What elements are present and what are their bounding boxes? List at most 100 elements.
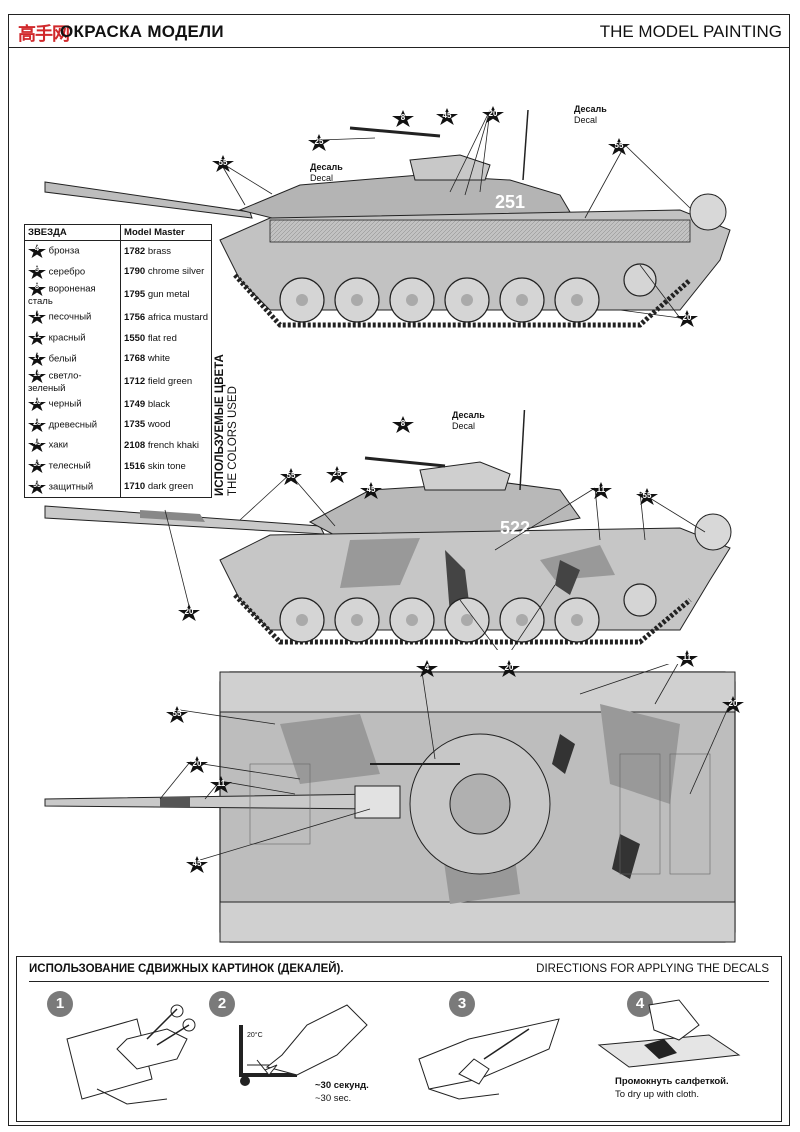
tank2-callout-star-icon: 55 bbox=[636, 488, 658, 505]
tank1-decal-label-left: Деcаль Decal bbox=[310, 162, 343, 184]
directions-title-ru: ИСПОЛЬЗОВАНИЕ СДВИЖНЫХ КАРТИНОК (ДЕКАЛЕЙ… bbox=[29, 963, 344, 975]
tank1-callout-star-icon: 55 bbox=[212, 155, 234, 172]
legend-zvezda-cell: 45 хаки bbox=[25, 435, 121, 456]
tank1-turret-number: 251 bbox=[495, 192, 525, 212]
legend-zvezda-cell: 20 черный bbox=[25, 394, 121, 415]
tank1-callout-star-icon: 20 bbox=[482, 106, 504, 123]
legend-mm-name: chrome silver bbox=[147, 266, 205, 278]
tank-side-view-green: 251 bbox=[44, 109, 731, 328]
step-2-temp: 20°C bbox=[247, 1032, 263, 1039]
tank-top-view-camo bbox=[44, 664, 736, 943]
legend-header-model-master: Model Master bbox=[120, 225, 211, 241]
star-icon: 28 bbox=[28, 417, 46, 432]
header: 高手网 bbox=[8, 14, 790, 48]
legend-mm-code: 1756 bbox=[124, 311, 146, 323]
star-icon: 19 bbox=[28, 368, 46, 383]
legend-header-zvezda: ЗВЕЗДА bbox=[25, 225, 121, 241]
legend-zvezda-cell: 19 светло-зеленый bbox=[25, 368, 121, 394]
legend-zvezda-cell: 28 древесный bbox=[25, 415, 121, 436]
legend-mm-cell: 1782 brass bbox=[120, 240, 211, 262]
legend-mm-code: 1768 bbox=[124, 353, 146, 365]
legend-zvezda-cell: 55 защитный bbox=[25, 476, 121, 497]
tank3-callout-star-icon: 45 bbox=[186, 856, 208, 873]
tank3-callout-star-icon: 55 bbox=[166, 706, 188, 723]
star-icon: 45 bbox=[28, 438, 46, 453]
tank1-callout-star-icon: 25 bbox=[308, 134, 330, 151]
step-4-number: 4 bbox=[627, 991, 653, 1017]
legend-color-ru: вороненая сталь bbox=[28, 283, 96, 308]
legend-mm-name: dark green bbox=[147, 481, 194, 493]
directions-title-en: DIRECTIONS FOR APPLYING THE DECALS bbox=[536, 963, 769, 975]
legend-mm-cell: 1712 field green bbox=[120, 368, 211, 394]
star-icon: 4 bbox=[28, 244, 46, 259]
legend-mm-code: 1790 bbox=[124, 266, 146, 278]
tank2-callout-star-icon: 11 bbox=[590, 482, 612, 499]
star-icon: 55 bbox=[28, 479, 46, 494]
legend-mm-cell: 1735 wood bbox=[120, 414, 211, 436]
site-logo: 高手网 bbox=[18, 24, 70, 44]
step-4-note: Промокнуть салфеткой. To dry up with clo… bbox=[615, 1075, 729, 1101]
legend-color-ru: светло-зеленый bbox=[28, 370, 82, 394]
legend-mm-cell: 1768 white bbox=[120, 348, 211, 369]
legend-row: 12 красный 1550 flat red bbox=[25, 327, 211, 349]
legend-mm-cell: 1756 africa mustard bbox=[120, 307, 211, 328]
star-icon: 53 bbox=[28, 459, 46, 474]
tank2-decal-en: Decal bbox=[452, 421, 476, 431]
tank3-callout-star-icon: 11 bbox=[210, 776, 232, 793]
tank-side-view-camo: 522 bbox=[44, 410, 732, 650]
tank1-decal2-en: Decal bbox=[310, 173, 334, 183]
tank2-callout-star-icon: 55 bbox=[280, 468, 302, 485]
tank1-decal-ru: Деcаль bbox=[574, 104, 607, 114]
legend-mm-code: 1749 bbox=[124, 398, 146, 410]
legend-mm-name: gun metal bbox=[147, 289, 190, 301]
legend-mm-code: 1516 bbox=[124, 460, 146, 472]
legend-mm-code: 1795 bbox=[124, 289, 146, 301]
step-2-note-ru: ~30 секунд. bbox=[315, 1080, 369, 1091]
legend-mm-cell: 1516 skin tone bbox=[120, 455, 211, 477]
tank1-decal-label-right: Деcаль Decal bbox=[574, 104, 607, 126]
step-4-note-ru: Промокнуть салфеткой. bbox=[615, 1076, 729, 1087]
tank3-callout-star-icon: 20 bbox=[722, 696, 744, 713]
legend-color-ru: красный bbox=[48, 332, 86, 344]
page-frame bbox=[8, 14, 790, 1126]
star-icon: 12 bbox=[28, 331, 46, 346]
legend-color-ru: бронза bbox=[48, 245, 80, 257]
legend-zvezda-cell: 8 вороненая сталь bbox=[25, 282, 121, 307]
step-2-note: ~30 секунд. ~30 sec. bbox=[315, 1079, 369, 1105]
legend-color-ru: телесный bbox=[48, 460, 91, 472]
tank2-callout-star-icon: 20 bbox=[498, 660, 520, 677]
step-2-note-en: ~30 sec. bbox=[315, 1093, 352, 1104]
star-icon: 20 bbox=[28, 397, 46, 412]
legend-mm-code: 1735 bbox=[124, 419, 146, 431]
legend-color-ru: серебро bbox=[48, 266, 86, 278]
legend-mm-cell: 1710 dark green bbox=[120, 476, 211, 497]
legend-mm-code: 1710 bbox=[124, 481, 146, 493]
step-4-note-en: To dry up with cloth. bbox=[615, 1089, 699, 1100]
step-3-illustration bbox=[418, 1018, 560, 1100]
legend-mm-code: 1550 bbox=[124, 332, 146, 344]
legend-zvezda-cell: 4 бронза bbox=[25, 241, 121, 262]
step-1-illustration bbox=[66, 1004, 196, 1105]
star-icon: 5 bbox=[28, 264, 46, 279]
tank1-callout-star-icon: 45 bbox=[436, 108, 458, 125]
legend-mm-cell: 2108 french khaki bbox=[120, 435, 211, 456]
legend-zvezda-cell: 5 серебро bbox=[25, 262, 121, 283]
legend-mm-name: skin tone bbox=[147, 460, 186, 472]
legend-mm-name: field green bbox=[147, 375, 193, 387]
legend-mm-code: 1712 bbox=[124, 375, 146, 387]
step-1-number: 1 bbox=[47, 991, 73, 1017]
tank3-callout-star-icon: 11 bbox=[676, 650, 698, 667]
tank1-decal2-ru: Деcаль bbox=[310, 162, 343, 172]
legend-color-ru: древесный bbox=[48, 419, 98, 431]
legend-mm-cell: 1790 chrome silver bbox=[120, 261, 211, 283]
legend-color-ru: защитный bbox=[48, 481, 94, 493]
legend-mm-cell: 1550 flat red bbox=[120, 327, 211, 349]
legend-zvezda-cell: 11 песочный bbox=[25, 307, 121, 328]
tank2-decal-label: Деcаль Decal bbox=[452, 410, 485, 432]
star-icon: 11 bbox=[28, 310, 46, 325]
